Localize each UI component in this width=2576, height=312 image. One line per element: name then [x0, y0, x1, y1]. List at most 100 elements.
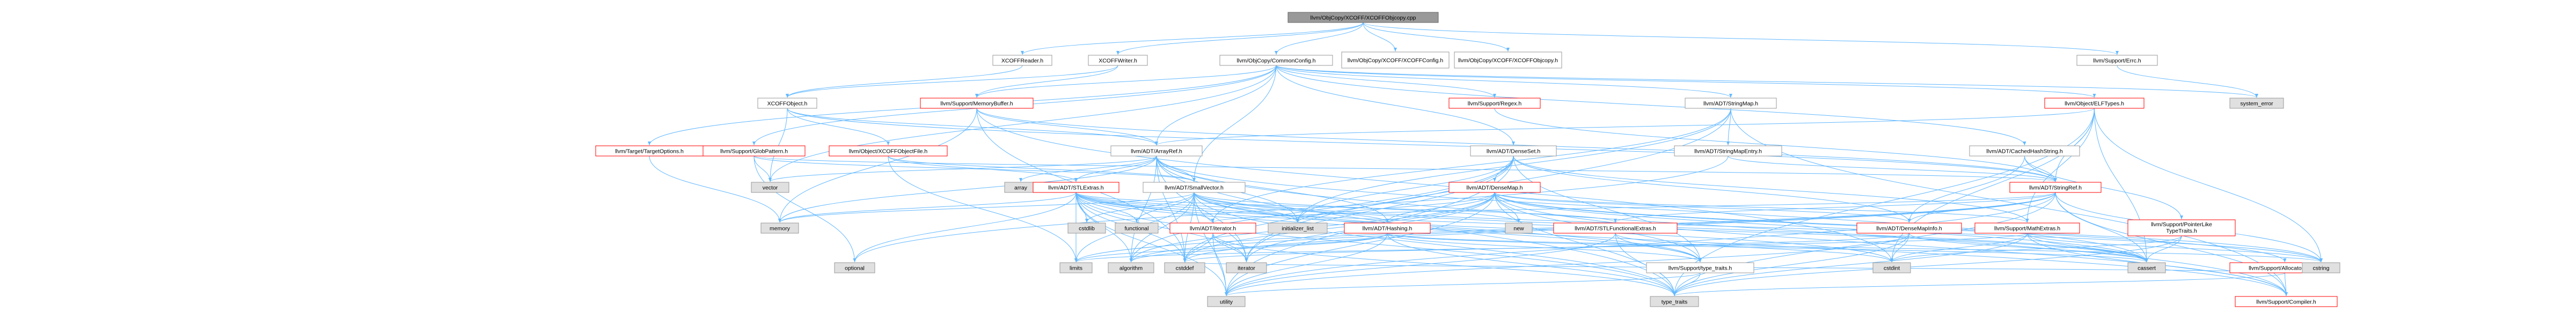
node-label-typetraitsh: llvm/Support/type_traits.h — [1668, 265, 1732, 272]
node-cassert: cassert — [2127, 262, 2166, 273]
node-commonconfig[interactable]: llvm/ObjCopy/CommonConfig.h — [1219, 55, 1333, 66]
edge-iteratorh-to-cstddef — [1183, 233, 1213, 263]
edge-arrayref-to-array — [1019, 155, 1157, 182]
node-cstring: cstring — [2302, 262, 2340, 273]
node-xcoffconfigh[interactable]: llvm/ObjCopy/XCOFF/XCOFFConfig.h — [1341, 51, 1450, 69]
node-label-cassert: cassert — [2138, 265, 2156, 272]
node-iterator: iterator — [1226, 262, 1267, 273]
node-stringmapentry[interactable]: llvm/ADT/StringMapEntry.h — [1674, 145, 1782, 157]
node-stlfunctionalextras[interactable]: llvm/ADT/STLFunctionalExtras.h — [1553, 222, 1678, 234]
edge-stlextras-to-utility — [1075, 192, 1228, 296]
node-typetraitsh[interactable]: llvm/Support/type_traits.h — [1646, 262, 1754, 273]
edge-xcoffwriter-to-xcoffobject — [786, 65, 1118, 98]
node-box-xcoffobjcopyh — [1454, 51, 1562, 69]
edge-commonconfig-to-systemerror — [1276, 65, 2258, 98]
edge-denseset-to-cstddef — [1183, 155, 1514, 263]
node-xcoffobjcopyh[interactable]: llvm/ObjCopy/XCOFF/XCOFFObjcopy.h — [1454, 51, 1562, 69]
node-box-new — [1505, 222, 1533, 234]
node-label-smallvector: llvm/ADT/SmallVector.h — [1165, 185, 1224, 191]
node-box-memory — [760, 222, 799, 234]
edge-hashing-to-algorithm — [1129, 233, 1388, 263]
node-box-stringmap — [1685, 98, 1777, 109]
node-compiler[interactable]: llvm/Support/Compiler.h — [2235, 296, 2338, 307]
edge-densemapinfo-to-cassert — [1909, 233, 2148, 263]
node-stringmap[interactable]: llvm/ADT/StringMap.h — [1685, 98, 1777, 109]
node-errc[interactable]: llvm/Support/Errc.h — [2076, 55, 2158, 66]
edge-stlextras-to-typetraits — [1075, 192, 1676, 296]
node-targetoptions[interactable]: llvm/Target/TargetOptions.h — [595, 145, 704, 157]
node-cachedhashstring[interactable]: llvm/ADT/CachedHashString.h — [1969, 145, 2080, 157]
node-memorybuffer[interactable]: llvm/Support/MemoryBuffer.h — [920, 98, 1034, 109]
node-box-limits — [1059, 262, 1093, 273]
edge-pointerliketypetraits-to-cstdint — [1890, 235, 2182, 263]
edge-errc-to-systemerror — [2117, 65, 2258, 98]
edge-xcoffobject-to-stringref — [787, 108, 2057, 182]
node-optional: optional — [834, 262, 875, 273]
node-label-xcoffobject: XCOFFObject.h — [767, 101, 808, 107]
node-cstddef: cstddef — [1164, 262, 1205, 273]
edge-commonconfig-to-cachedhashstring — [1276, 65, 2026, 146]
node-smallvector[interactable]: llvm/ADT/SmallVector.h — [1143, 182, 1246, 193]
node-algorithm: algorithm — [1108, 262, 1154, 273]
edge-denseset-to-densemapinfo — [1513, 155, 1911, 223]
edge-arrayref-to-cassert — [1156, 155, 2148, 263]
edge-root-to-xcoffconfigh — [1363, 22, 1397, 52]
node-box-initializerlist — [1268, 222, 1328, 234]
node-label-xcoffconfigh: llvm/ObjCopy/XCOFF/XCOFFConfig.h — [1348, 57, 1444, 64]
node-box-iterator — [1226, 262, 1267, 273]
node-box-functional — [1115, 222, 1159, 234]
node-box-optional — [834, 262, 875, 273]
node-regex[interactable]: llvm/Support/Regex.h — [1448, 98, 1541, 109]
edge-root-to-xcoffreader — [1021, 22, 1364, 55]
node-label-algorithm: algorithm — [1119, 265, 1143, 272]
node-label-mathextras: llvm/Support/MathExtras.h — [1994, 226, 2060, 232]
edge-stlfunctionalextras-to-utility — [1225, 233, 1616, 296]
edge-root-to-xcoffwriter — [1116, 22, 1364, 55]
edge-stringref-to-typetraits — [1673, 192, 2056, 296]
node-xcoffobject[interactable]: XCOFFObject.h — [757, 98, 817, 109]
node-xcoffwriter[interactable]: XCOFFWriter.h — [1088, 55, 1148, 66]
node-label-xcoffwriter: XCOFFWriter.h — [1099, 58, 1137, 64]
edge-stlfunctionalextras-to-typetraits — [1615, 233, 1676, 296]
node-stlextras[interactable]: llvm/ADT/STLExtras.h — [1033, 182, 1119, 193]
node-box-xcoffobjectfile — [829, 145, 948, 157]
node-cstdlib: cstdlib — [1067, 222, 1106, 234]
node-densemap[interactable]: llvm/ADT/DenseMap.h — [1448, 182, 1541, 193]
node-array: array — [1004, 182, 1037, 193]
edge-denseset-to-algorithm — [1129, 155, 1514, 263]
node-label-limits: limits — [1070, 265, 1082, 272]
node-globpattern[interactable]: llvm/Support/GlobPattern.h — [702, 145, 806, 157]
node-box-xcoffconfigh — [1341, 51, 1450, 69]
edge-smallvector-to-cstdlib — [1085, 192, 1195, 223]
node-label-vector: vector — [763, 185, 778, 191]
node-denseset[interactable]: llvm/ADT/DenseSet.h — [1470, 145, 1557, 157]
edge-smallvector-to-new — [1194, 192, 1520, 223]
node-box-cassert — [2127, 262, 2166, 273]
node-stringref[interactable]: llvm/ADT/StringRef.h — [2009, 182, 2102, 193]
node-xcoffreader[interactable]: XCOFFReader.h — [992, 55, 1052, 66]
edge-commonconfig-to-elftypes — [1276, 65, 2096, 98]
node-label-root: llvm/ObjCopy/XCOFF/XCOFFObjcopy.cpp — [1310, 15, 1416, 21]
node-hashing[interactable]: llvm/ADT/Hashing.h — [1344, 222, 1431, 234]
edge-denseset-to-densemap — [1493, 155, 1514, 182]
edge-stlfunctionalextras-to-typetraitsh — [1615, 233, 1702, 263]
node-elftypes[interactable]: llvm/Object/ELFTypes.h — [2044, 98, 2145, 109]
node-xcoffobjectfile[interactable]: llvm/Object/XCOFFObjectFile.h — [829, 145, 948, 157]
edge-arrayref-to-memory — [778, 155, 1157, 223]
node-iteratorh[interactable]: llvm/ADT/iterator.h — [1169, 222, 1256, 234]
edge-mathextras-to-limits — [1074, 233, 2028, 263]
node-label-compiler: llvm/Support/Compiler.h — [2256, 299, 2316, 306]
edge-densemap-to-cassert — [1494, 192, 2148, 263]
node-arrayref[interactable]: llvm/ADT/ArrayRef.h — [1110, 145, 1203, 157]
node-box-xcoffobject — [757, 98, 817, 109]
node-label-optional: optional — [845, 265, 865, 272]
edge-pointerliketypetraits-to-cassert — [2145, 235, 2182, 263]
node-densemapinfo[interactable]: llvm/ADT/DenseMapInfo.h — [1856, 222, 1962, 234]
node-box-smallvector — [1143, 182, 1246, 193]
edge-root-to-commonconfig — [1275, 22, 1364, 55]
node-label-cstdlib: cstdlib — [1079, 226, 1095, 232]
node-mathextras[interactable]: llvm/Support/MathExtras.h — [1974, 222, 2080, 234]
edge-commonconfig-to-denseset — [1276, 65, 1515, 146]
edge-stringmap-to-compiler — [1730, 108, 2288, 296]
